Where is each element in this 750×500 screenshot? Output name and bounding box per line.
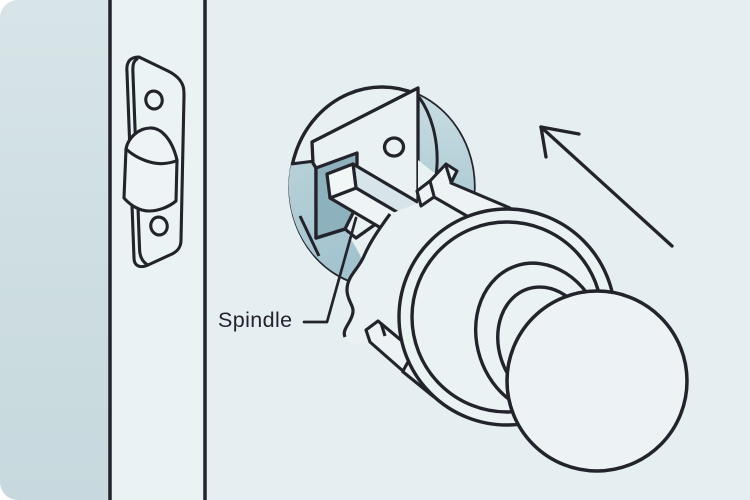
case-corner-edge-line xyxy=(298,215,321,257)
door-knob xyxy=(505,289,689,473)
arrow-shaft xyxy=(539,125,674,248)
direction-arrow xyxy=(539,125,674,248)
tab-lower-fold-line xyxy=(379,322,387,337)
door-edge-lines xyxy=(108,0,207,500)
tab-upper-fold-line xyxy=(428,180,436,197)
tab-upper-bend-line xyxy=(444,165,453,183)
spindle-end-cap xyxy=(325,162,358,200)
latch-bolt xyxy=(122,126,179,213)
faceplate-screw-hole-top xyxy=(144,89,164,111)
latch-bolt-face-curve xyxy=(124,147,179,166)
faceplate-screw-hole-bottom xyxy=(149,215,169,237)
case-screw-hole xyxy=(382,136,406,158)
housing-wavy-edge xyxy=(342,213,392,338)
spindle-label: Spindle xyxy=(218,308,293,332)
arrow-barb-right xyxy=(539,125,581,136)
wall-strip xyxy=(0,0,110,500)
arrow-barb-down xyxy=(539,125,548,159)
leader-line xyxy=(302,216,358,324)
bore-shading-edge-line xyxy=(290,159,316,166)
latch-faceplate xyxy=(122,55,186,269)
